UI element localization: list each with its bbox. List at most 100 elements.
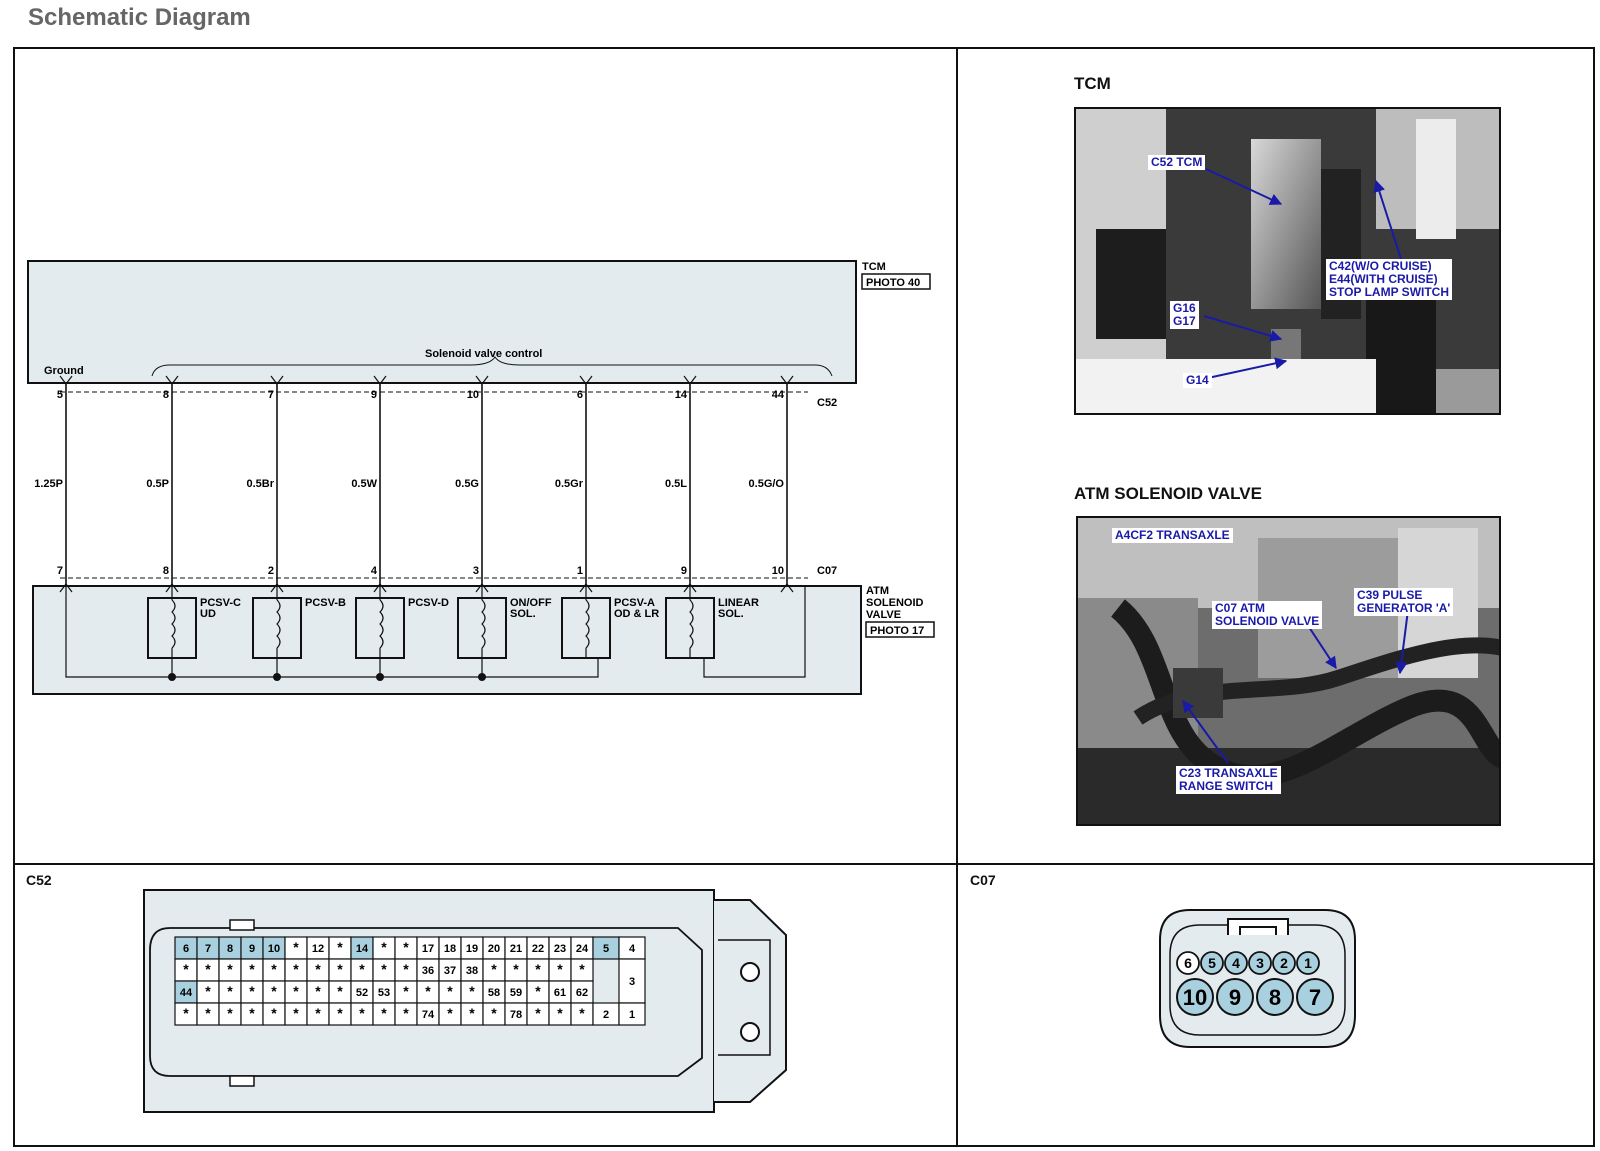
c07-pin-large xyxy=(1216,978,1254,1016)
c52-pin-label: 38 xyxy=(466,965,478,977)
c07-pin-number: 8 xyxy=(163,565,169,577)
c07-pin-small xyxy=(1176,951,1200,975)
c07-pin-number: 9 xyxy=(681,565,687,577)
c52-pin-label: * xyxy=(359,961,365,977)
c07-latch xyxy=(1227,918,1289,935)
c52-pin-label: * xyxy=(293,983,299,999)
c52-pin-label: * xyxy=(315,961,321,977)
c52-pin-label: 9 xyxy=(249,943,255,955)
c52-pin-label: 23 xyxy=(554,943,566,955)
callout-c52-tcm: C52 TCM xyxy=(1148,155,1206,170)
wire-color-label: 0.5Gr xyxy=(555,478,584,490)
diagram-frame xyxy=(13,47,1595,1147)
c52-pin-number: 7 xyxy=(268,389,274,401)
c07-pin-number: 3 xyxy=(473,565,479,577)
c52-latch-hole-top xyxy=(740,962,760,982)
c52-pin-label: * xyxy=(183,1005,189,1021)
c52-pin-label: * xyxy=(315,1005,321,1021)
c52-pin-label: 22 xyxy=(532,943,544,955)
c07-pin-label: 4 xyxy=(1232,955,1240,971)
callout-c39-pulse: C39 PULSE GENERATOR 'A' xyxy=(1354,588,1454,616)
c52-pin-label: * xyxy=(557,961,563,977)
c52-pin-label: 14 xyxy=(356,943,369,955)
solenoid-coil xyxy=(481,599,486,649)
c52-pin-label: * xyxy=(425,983,431,999)
solenoid-label: ON/OFF xyxy=(510,597,552,609)
c52-pin-cell xyxy=(618,958,646,1004)
solenoid-coil xyxy=(171,599,176,649)
c52-pin-label: * xyxy=(183,961,189,977)
solenoid-label: PCSV-C xyxy=(200,597,241,609)
atm-photo-illustration xyxy=(1078,518,1499,824)
c52-pin-label: 37 xyxy=(444,965,456,977)
c07-pin-label: 3 xyxy=(1256,955,1264,971)
c52-pin-label: * xyxy=(579,1005,585,1021)
c52-pin-label: * xyxy=(293,1005,299,1021)
c52-pin-label: * xyxy=(381,939,387,955)
c52-pin-label: 74 xyxy=(422,1009,435,1021)
c52-pin-label: * xyxy=(359,1005,365,1021)
c52-pin-label: 6 xyxy=(183,943,189,955)
tcm-photo-ref: PHOTO 40 xyxy=(866,277,920,289)
linear-return-wire xyxy=(703,586,806,678)
c52-pin-label: * xyxy=(271,961,277,977)
c52-pin-label: * xyxy=(315,983,321,999)
c52-latch xyxy=(714,899,787,1103)
c52-pin-label: 2 xyxy=(603,1009,609,1021)
c52-pin-label: * xyxy=(227,961,233,977)
solenoid-label: LINEAR xyxy=(718,597,759,609)
c52-pin-label: * xyxy=(403,939,409,955)
c07-pin-label: 7 xyxy=(1309,985,1321,1010)
tcm-label: TCM xyxy=(862,261,886,273)
c52-pin-label: 36 xyxy=(422,965,434,977)
c07-pin-arrow xyxy=(780,583,794,593)
c52-pin-number: 44 xyxy=(772,389,785,401)
atm-photo: A4CF2 TRANSAXLE C07 ATM SOLENOID VALVE C… xyxy=(1076,516,1501,826)
c52-pin-label: 78 xyxy=(510,1009,522,1021)
c52-pin-label: 3 xyxy=(629,976,635,988)
callout-a4cf2-transaxle: A4CF2 TRANSAXLE xyxy=(1112,528,1233,543)
c07-pin-arrow xyxy=(475,583,489,593)
callout-c42-stop-lamp: C42(W/O CRUISE) E44(WITH CRUISE) STOP LA… xyxy=(1326,259,1453,300)
c07-pin-small xyxy=(1272,951,1296,975)
c52-pin-label: * xyxy=(535,961,541,977)
atm-label-line2: SOLENOID xyxy=(866,597,924,609)
c07-connector-label: C07 xyxy=(970,872,996,888)
tcm-photo-title: TCM xyxy=(1074,74,1111,93)
c52-pin-label: 18 xyxy=(444,943,456,955)
wire-color-label: 0.5G xyxy=(455,478,479,490)
c52-pin-label: * xyxy=(205,961,211,977)
wire-color-label: 1.25P xyxy=(34,478,63,490)
c07-pin-small xyxy=(1200,951,1224,975)
c52-pin-label: * xyxy=(227,1005,233,1021)
c52-pin-label: 8 xyxy=(227,943,233,955)
solenoid-label: PCSV-D xyxy=(408,597,449,609)
atm-photo-title: ATM SOLENOID VALVE xyxy=(1074,484,1262,503)
callout-g16-g17: G16 G17 xyxy=(1170,301,1199,329)
ground-junction-dot xyxy=(478,673,486,681)
c52-pin-label: 19 xyxy=(466,943,478,955)
tcm-photo-box xyxy=(861,273,931,290)
c52-pin-label: * xyxy=(205,1005,211,1021)
c52-pin-label: * xyxy=(293,939,299,955)
c52-pin-label: * xyxy=(249,1005,255,1021)
c52-pin-label: * xyxy=(337,983,343,999)
c52-pin-label: * xyxy=(447,1005,453,1021)
c07-pin-number: 4 xyxy=(371,565,378,577)
c07-pin-number: 1 xyxy=(577,565,583,577)
c52-pin-label: * xyxy=(293,961,299,977)
c52-pin-label: * xyxy=(227,983,233,999)
solenoid-label: PCSV-A xyxy=(614,597,655,609)
c52-pin-label: 59 xyxy=(510,987,522,999)
c52-pin-label: * xyxy=(337,939,343,955)
c52-pin-label: 20 xyxy=(488,943,500,955)
c52-pin-label: 1 xyxy=(629,1009,635,1021)
c07-inner-outline xyxy=(1169,924,1346,1036)
c52-key-bottom xyxy=(229,1075,255,1087)
c07-pin-arrow xyxy=(165,583,179,593)
solenoid-label: SOL. xyxy=(718,608,744,620)
wire-group: 51.25P780.5P8PCSV-CUD70.5Br2PCSV-B90.5W4… xyxy=(34,375,794,681)
